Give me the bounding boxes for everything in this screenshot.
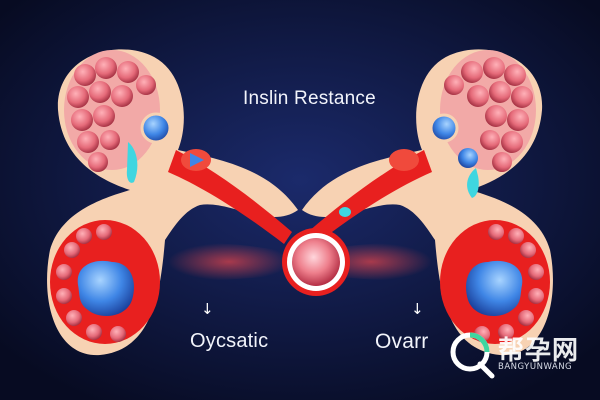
right-duct-bulb — [389, 149, 419, 171]
right-label: Ovarr — [375, 330, 429, 353]
watermark-brand-en: BANGYUNWANG — [498, 362, 573, 372]
watermark: 帮孕网 BANGYUNWANG — [450, 330, 590, 378]
right-duct — [308, 150, 432, 244]
left-duct — [168, 150, 292, 244]
left-label: Oycsatic — [190, 330, 269, 352]
down-arrow-icon-right: ↓ — [411, 300, 424, 318]
down-arrow-icon-left: ↓ — [201, 300, 214, 318]
left-ovary-structure — [47, 49, 298, 356]
right-cyan-dot — [339, 207, 351, 217]
watermark-brand-cn: 帮孕网 — [498, 336, 580, 366]
right-blue-cell — [429, 113, 459, 143]
left-cyan-droplet — [126, 142, 138, 183]
center-cell — [282, 228, 350, 296]
left-blue-arrowhead — [190, 153, 204, 167]
left-blue-cell — [140, 112, 172, 144]
right-cavity-follicles — [474, 224, 544, 342]
diagram-title: Inslin Restance — [243, 88, 376, 109]
watermark-logo-icon — [450, 332, 495, 379]
left-glow-connector — [168, 242, 290, 281]
left-cavity-follicles — [56, 224, 126, 342]
right-blue-nucleus — [466, 260, 523, 316]
right-cyan-droplet — [467, 168, 479, 198]
left-blue-nucleus — [77, 260, 134, 316]
right-blue-cell-small — [458, 148, 478, 168]
left-follicle-cluster — [67, 57, 156, 172]
right-follicle-cluster — [444, 57, 533, 172]
